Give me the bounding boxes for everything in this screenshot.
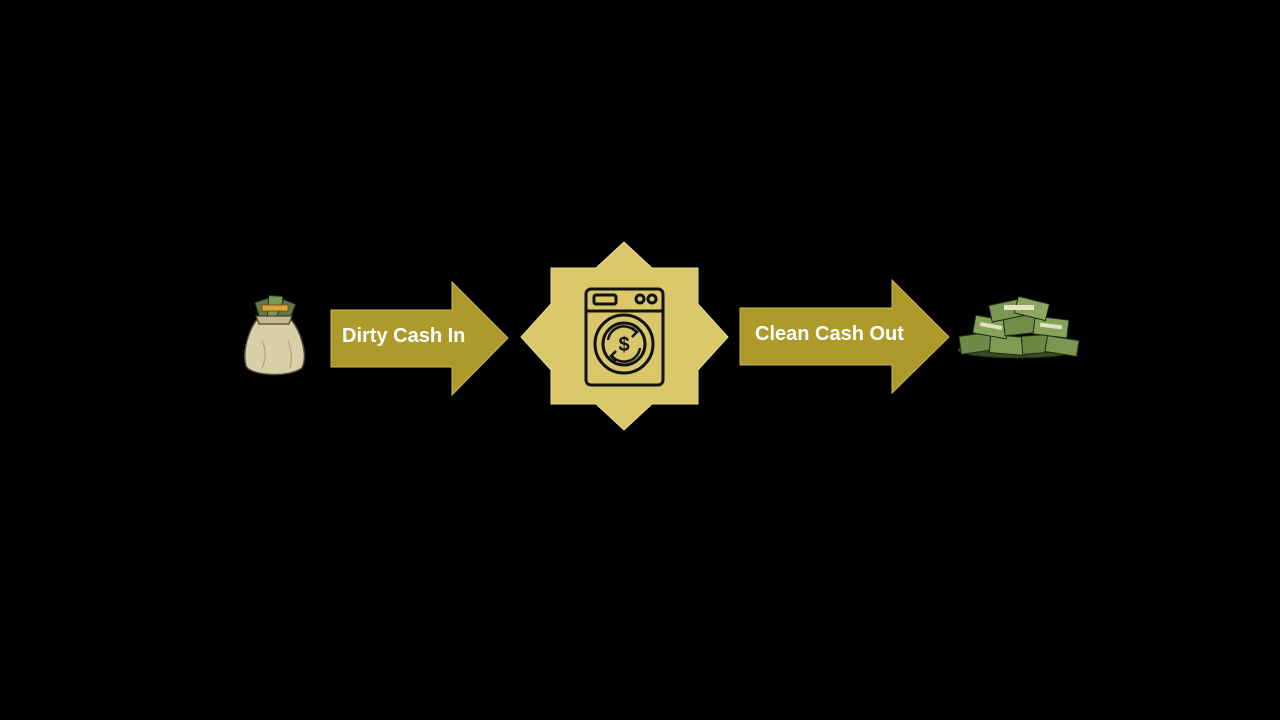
- cash-pile-icon: [957, 295, 1080, 359]
- svg-text:$: $: [618, 334, 629, 356]
- arrow-clean-cash-out: [739, 278, 950, 395]
- arrow-dirty-cash-in: [330, 280, 509, 397]
- money-bag-icon: [244, 295, 306, 376]
- label-clean-cash-out: Clean Cash Out: [755, 323, 904, 345]
- label-dirty-cash-in: Dirty Cash In: [342, 325, 466, 347]
- washing-machine-dollar-icon: $: [584, 287, 665, 387]
- process-star-shape: [520, 241, 729, 431]
